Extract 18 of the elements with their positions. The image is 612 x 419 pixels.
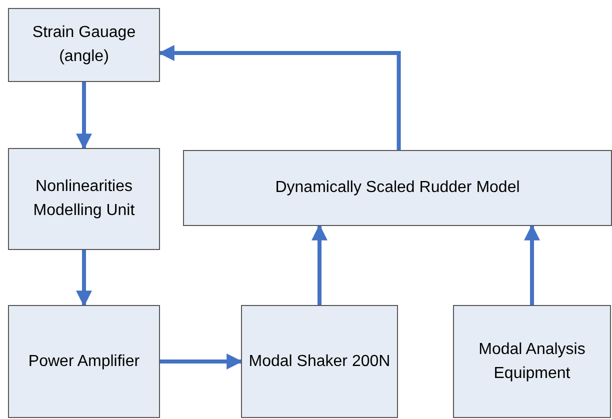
box-label: Modal Shaker 200N bbox=[248, 352, 390, 372]
box-label: Nonlinearities Modelling Unit bbox=[32, 177, 136, 221]
arrow bbox=[524, 224, 540, 305]
box-label: Power Amplifier bbox=[28, 352, 140, 372]
arrow bbox=[158, 45, 401, 150]
process-box bbox=[8, 148, 160, 250]
process-box bbox=[8, 305, 160, 418]
arrow bbox=[160, 354, 243, 370]
arrow bbox=[76, 82, 92, 150]
arrow bbox=[76, 250, 92, 307]
process-box bbox=[183, 150, 612, 226]
process-box bbox=[241, 305, 398, 418]
box-label: Dynamically Scaled Rudder Model bbox=[275, 178, 520, 198]
box-label: Strain Gauage (angle) bbox=[31, 23, 137, 67]
process-box bbox=[453, 305, 611, 418]
arrow bbox=[312, 224, 328, 305]
process-box bbox=[8, 8, 160, 82]
box-label: Modal Analysis Equipment bbox=[478, 340, 586, 384]
